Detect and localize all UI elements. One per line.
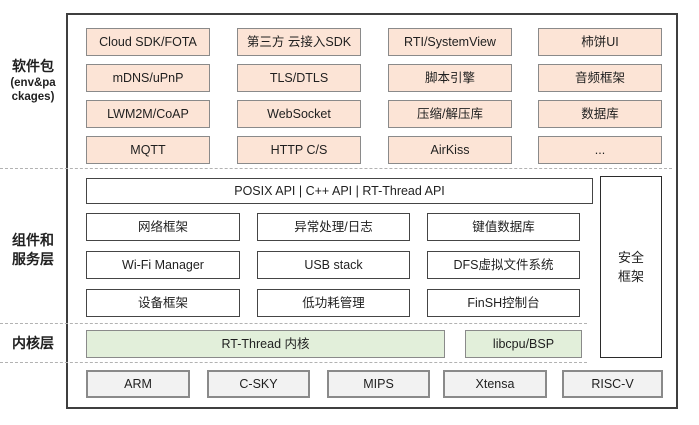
- package-box: RTI/SystemView: [388, 28, 512, 56]
- package-box: mDNS/uPnP: [86, 64, 210, 92]
- libcpu-bsp-box: libcpu/BSP: [465, 330, 582, 358]
- layer-label-packages-zh: 软件包: [12, 58, 54, 74]
- package-box: 柿饼UI: [538, 28, 662, 56]
- package-box: 数据库: [538, 100, 662, 128]
- cpu-box: Xtensa: [443, 370, 547, 398]
- package-box: ...: [538, 136, 662, 164]
- cpu-box: RISC-V: [562, 370, 663, 398]
- component-box: 低功耗管理: [257, 289, 410, 317]
- cpu-box: ARM: [86, 370, 190, 398]
- layer-label-packages-en1: (env&pa: [10, 76, 56, 89]
- component-box: 异常处理/日志: [257, 213, 410, 241]
- component-box: FinSH控制台: [427, 289, 580, 317]
- security-framework-box: 安全 框架: [600, 176, 662, 358]
- layer-label-components: 组件和 服务层: [12, 232, 54, 267]
- package-box: 第三方 云接入SDK: [237, 28, 361, 56]
- component-box: Wi-Fi Manager: [86, 251, 240, 279]
- component-box: 设备框架: [86, 289, 240, 317]
- layer-label-packages: 软件包 (env&pa ckages): [0, 57, 66, 105]
- layer-label-packages-en2: ckages): [11, 91, 55, 104]
- cpu-box: C-SKY: [207, 370, 310, 398]
- kernel-box: RT-Thread 内核: [86, 330, 445, 358]
- package-box: Cloud SDK/FOTA: [86, 28, 210, 56]
- component-box: USB stack: [257, 251, 410, 279]
- package-box: AirKiss: [388, 136, 512, 164]
- section-divider-components: [0, 323, 587, 324]
- api-bar: POSIX API | C++ API | RT-Thread API: [86, 178, 593, 204]
- package-box: LWM2M/CoAP: [86, 100, 210, 128]
- component-box: DFS虚拟文件系统: [427, 251, 580, 279]
- layer-label-kernel: 内核层: [12, 335, 54, 351]
- package-box: TLS/DTLS: [237, 64, 361, 92]
- package-box: HTTP C/S: [237, 136, 361, 164]
- package-box: MQTT: [86, 136, 210, 164]
- cpu-box: MIPS: [327, 370, 430, 398]
- package-box: 压缩/解压库: [388, 100, 512, 128]
- component-box: 网络框架: [86, 213, 240, 241]
- section-divider-kernel: [0, 362, 587, 363]
- package-box: WebSocket: [237, 100, 361, 128]
- section-divider-packages: [0, 168, 672, 169]
- package-box: 脚本引擎: [388, 64, 512, 92]
- package-box: 音频框架: [538, 64, 662, 92]
- component-box: 键值数据库: [427, 213, 580, 241]
